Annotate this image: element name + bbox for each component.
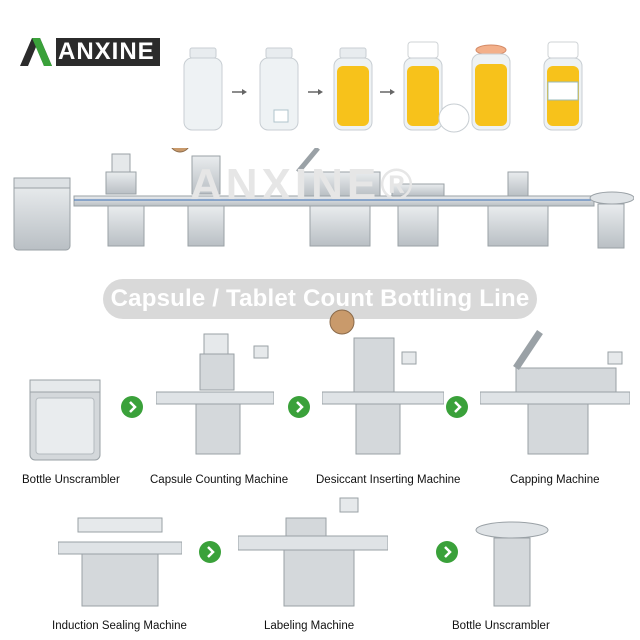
watermark-text: ANXINE® xyxy=(190,160,417,209)
machine-label-capsule-counting: Capsule Counting Machine xyxy=(150,474,289,486)
arrow-right-icon xyxy=(199,541,221,563)
machine-label-desiccant-inserting: Desiccant Inserting Machine xyxy=(316,474,461,486)
arrow-right-icon xyxy=(446,396,468,418)
rotary-bottle-unscrambler-image xyxy=(474,520,550,612)
line-title-pill: Capsule / Tablet Count Bottling Line xyxy=(103,279,537,319)
machine-label-labeling: Labeling Machine xyxy=(264,620,355,632)
capping-machine-image xyxy=(479,328,631,462)
brand-logo: ANXINE xyxy=(18,36,164,68)
machine-label-capping: Capping Machine xyxy=(510,474,600,486)
arrow-right-icon xyxy=(288,396,310,418)
bottle-unscrambler-image xyxy=(28,378,102,462)
induction-sealing-machine-image xyxy=(57,516,183,612)
desiccant-inserting-machine-image xyxy=(321,308,445,462)
line-title: Capsule / Tablet Count Bottling Line xyxy=(110,285,530,312)
full-line-illustration xyxy=(8,131,635,258)
capsule-counting-machine-image xyxy=(155,330,275,462)
labeling-machine-image xyxy=(237,496,389,612)
brand-name: ANXINE xyxy=(58,38,155,65)
bottle-sequence-illustration xyxy=(180,40,600,140)
arrow-right-icon xyxy=(121,396,143,418)
machine-label-induction-sealing: Induction Sealing Machine xyxy=(52,620,187,632)
machine-label-bottle-unscrambler-2: Bottle Unscrambler xyxy=(452,620,550,632)
machine-label-bottle-unscrambler: Bottle Unscrambler xyxy=(22,474,120,486)
arrow-right-icon xyxy=(436,541,458,563)
